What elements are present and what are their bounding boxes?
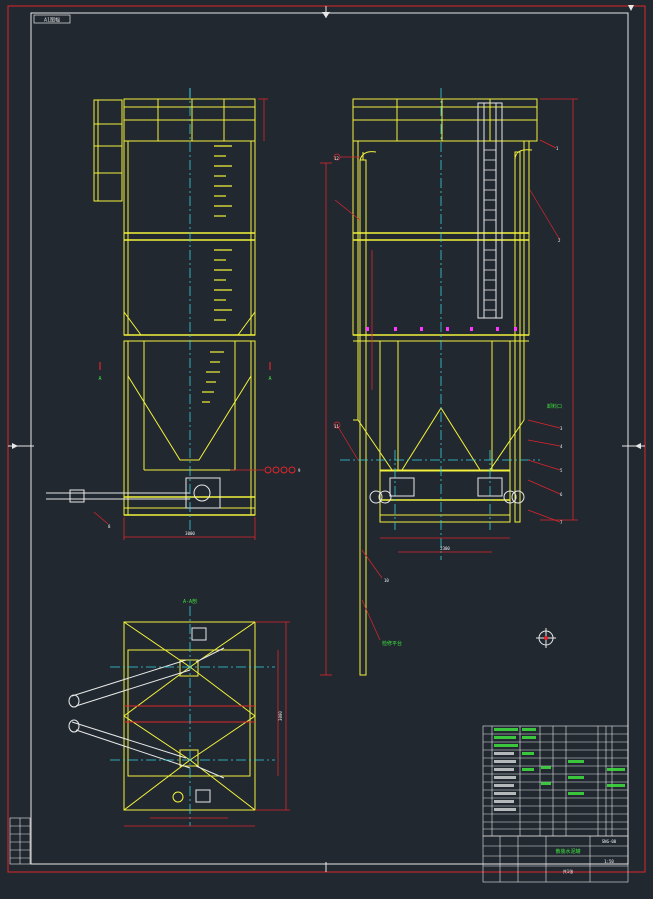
svg-text:6: 6 xyxy=(560,492,563,497)
revision-strip xyxy=(9,817,31,865)
side-center-lines xyxy=(340,88,540,560)
corner-code: A1图幅 xyxy=(44,17,60,24)
front-elevation-view xyxy=(46,98,256,516)
svg-text:A: A xyxy=(268,376,271,382)
svg-text:9: 9 xyxy=(298,468,301,473)
side-outlet-valves xyxy=(369,477,525,504)
svg-text:5: 5 xyxy=(560,468,563,473)
plan-dimensions xyxy=(124,621,290,827)
svg-text:4: 4 xyxy=(560,444,563,449)
title-block-sheet: 共1张 xyxy=(563,868,573,874)
side-base-dimension: 2300 xyxy=(440,546,450,551)
side-callouts xyxy=(333,139,561,641)
side-bolt-markers xyxy=(366,327,517,331)
section-title: A-A剖 xyxy=(183,598,197,605)
parts-list-table xyxy=(482,725,629,837)
front-callouts: 9 8 xyxy=(93,466,301,529)
side-notes: 卸料口 检修平台 xyxy=(382,403,562,647)
svg-text:3: 3 xyxy=(560,426,563,431)
svg-text:检修平台: 检修平台 xyxy=(382,640,402,647)
level-graduation-marks xyxy=(202,145,232,403)
side-ladder-rungs xyxy=(484,149,496,311)
plan-conveyors xyxy=(68,647,225,779)
svg-text:10: 10 xyxy=(384,578,389,583)
svg-text:卸料口: 卸料口 xyxy=(547,403,562,410)
plan-center-lines xyxy=(110,606,275,826)
front-section-marks: A A xyxy=(98,362,272,382)
front-dimensions xyxy=(123,98,268,540)
parts-list-fill xyxy=(494,728,625,811)
svg-text:8: 8 xyxy=(108,524,111,529)
plan-depth-dimension: 3000 xyxy=(278,711,283,721)
side-callout-numbers: 1 2 3 4 5 6 7 10 11 12 xyxy=(334,146,563,583)
svg-text:2: 2 xyxy=(558,238,561,243)
sheet-frame: A1图幅 xyxy=(7,5,646,873)
svg-text:11: 11 xyxy=(334,424,339,429)
svg-text:12: 12 xyxy=(334,156,339,161)
svg-text:1: 1 xyxy=(556,146,559,151)
title-block-scale: 1:50 xyxy=(604,859,614,864)
title-block xyxy=(482,835,629,883)
title-block-title: 散装水泥罐 xyxy=(555,848,580,855)
svg-text:A: A xyxy=(98,376,101,382)
front-width-dimension: 3000 xyxy=(185,531,195,536)
side-dimensions xyxy=(320,98,578,676)
title-block-drawing-no: SNG-00 xyxy=(602,839,617,844)
north-symbol xyxy=(536,628,556,648)
svg-text:7: 7 xyxy=(560,520,563,525)
